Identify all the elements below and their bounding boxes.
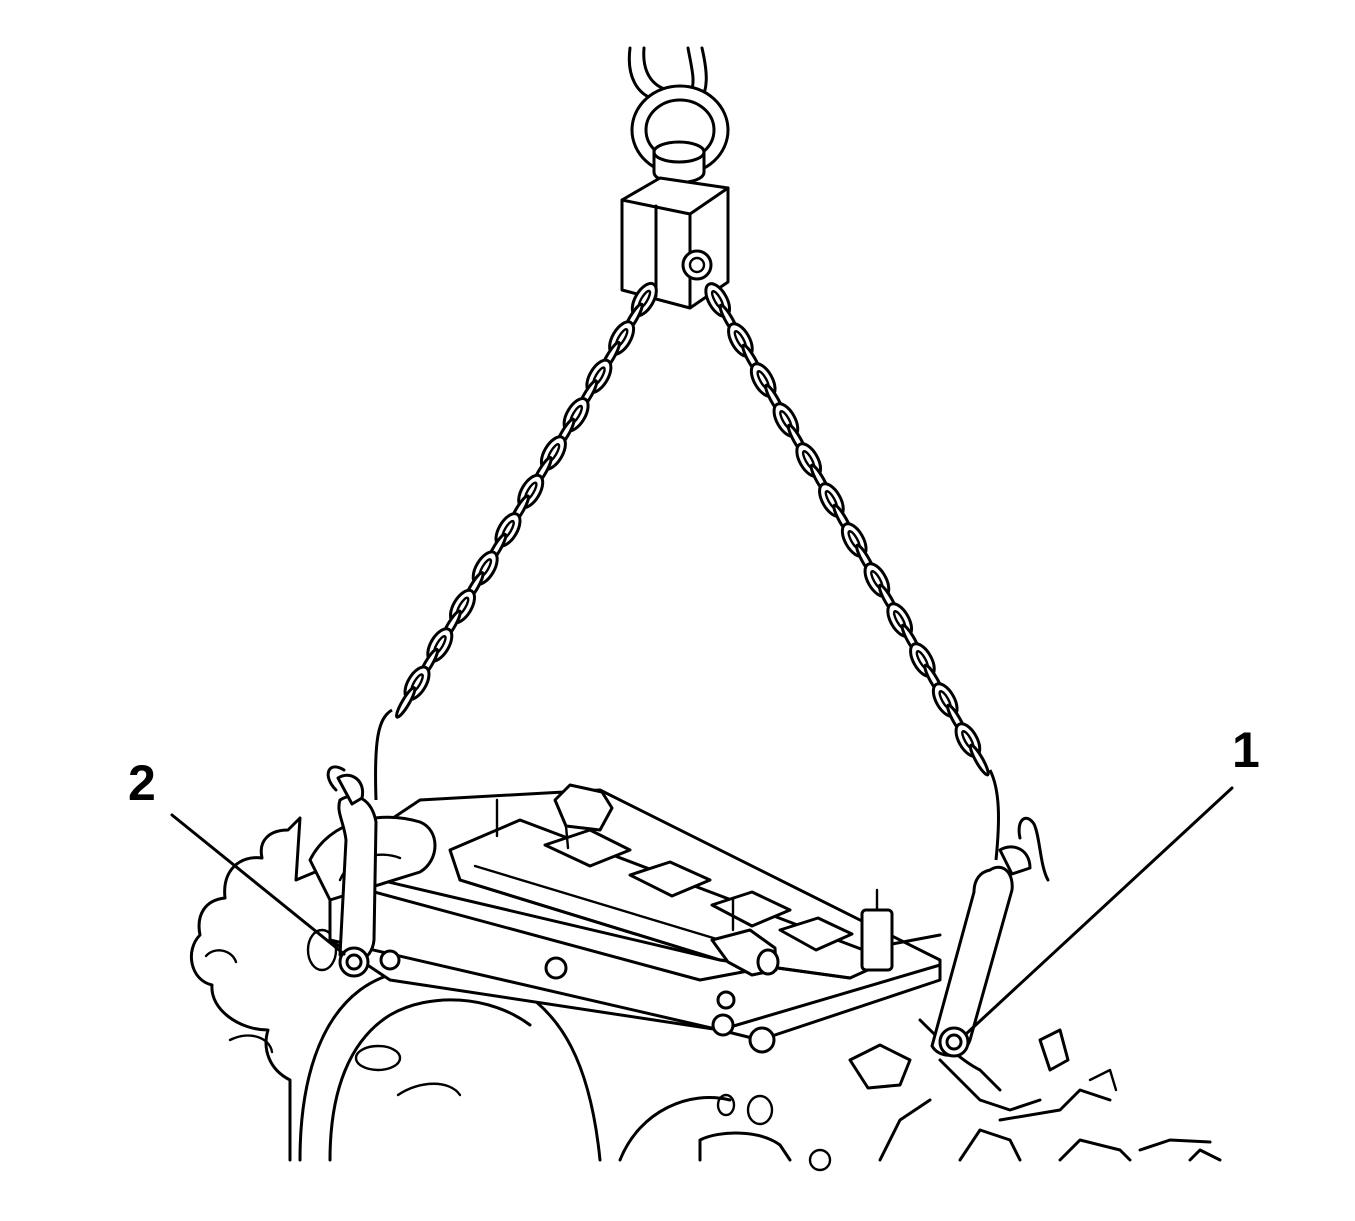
lift-bracket-left [326,765,378,978]
callout-label-1: 1 [1232,722,1260,778]
lifting-chain-right [704,282,1000,861]
engine-assembly [190,783,1222,1172]
lift-bracket-right [930,816,1050,1058]
lifting-chain-left [374,281,658,801]
callout-label-2: 2 [128,755,156,811]
chain-hook-segment-left [374,708,393,801]
callout-1: 1 [964,722,1260,1036]
swivel-block [620,176,730,310]
chain-link [968,743,990,777]
callout-2: 2 [128,755,346,956]
chain-link [395,686,417,719]
crane-hook [627,46,730,184]
chain-hook-segment-right [988,769,1000,861]
